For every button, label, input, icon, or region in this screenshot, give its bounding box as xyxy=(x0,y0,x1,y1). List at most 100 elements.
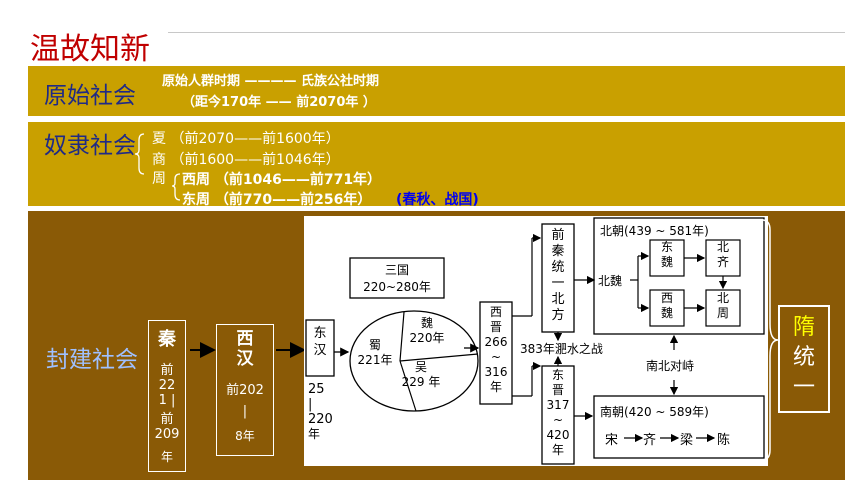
beiwei-label: 北魏 xyxy=(598,274,623,288)
dongjin-label: 东 晋 317 ~ 420 年 xyxy=(542,368,574,458)
xiwei-c2: 魏 xyxy=(660,306,673,320)
xizhou-dynasty: 西周 （前1046——前771年） xyxy=(182,172,382,188)
zhou-dynasty: 周 xyxy=(152,171,166,187)
xiwei-c1: 西 xyxy=(660,291,673,305)
primitive-society-band xyxy=(28,66,845,116)
qin-l4: 前 xyxy=(160,412,174,427)
shu-label: 蜀 221年 xyxy=(352,338,398,368)
xihan-name-2: 汉 xyxy=(236,349,254,369)
qin-l6: 年 xyxy=(160,450,173,464)
qin-l3: 1 | xyxy=(158,393,176,408)
qin-name: 秦 xyxy=(158,329,176,350)
qin-l5: 209 xyxy=(154,427,180,442)
shu-name: 蜀 xyxy=(368,338,381,352)
beichao-title: 北朝(439 ~ 581年) xyxy=(600,224,709,238)
xihan-bar: | xyxy=(242,404,248,419)
sanguo-years: 220~280年 xyxy=(363,280,431,294)
feishui-battle: 383年淝水之战 xyxy=(520,342,603,356)
donghan-n2: 汉 xyxy=(313,343,327,358)
slave-brace-svg xyxy=(134,133,181,201)
qi-label: 齐 xyxy=(643,433,657,448)
shu-years: 221年 xyxy=(357,353,393,367)
qianqin-c4: 一 xyxy=(551,276,565,291)
sanguo-circle xyxy=(349,310,479,412)
dongjin-c6: 年 xyxy=(551,443,564,457)
qin-han-arrows xyxy=(190,342,306,358)
slave-society-band xyxy=(28,122,845,206)
qin-l2: 22 xyxy=(158,378,176,393)
dongjin-c5: 420 xyxy=(546,428,570,442)
donghan-bar: | xyxy=(308,397,313,412)
chen-label: 陈 xyxy=(717,433,731,448)
qianqin-c3: 统 xyxy=(551,260,565,275)
dongjin-c4: ~ xyxy=(552,413,564,427)
xihan-start: 前202 xyxy=(226,383,264,398)
beizhou-c1: 北 xyxy=(716,291,729,305)
beiqi-c1: 北 xyxy=(716,240,729,254)
page-title: 温故知新 xyxy=(30,32,150,67)
xihan-end: 8年 xyxy=(235,429,255,443)
feudal-society-label: 封建社会 xyxy=(46,347,138,373)
sui-box: 隋 统 一 xyxy=(778,305,830,413)
wei-years: 220年 xyxy=(409,331,445,345)
beizhou-c2: 周 xyxy=(716,306,729,320)
beiqi-c2: 齐 xyxy=(716,255,729,269)
dongwei-c1: 东 xyxy=(660,240,673,254)
wu-name: 吴 xyxy=(414,360,427,374)
wei-name: 魏 xyxy=(420,316,433,330)
nanbei-duizhi: 南北对峙 xyxy=(646,359,695,373)
sanguo-box xyxy=(349,257,445,299)
nanchao-title: 南朝(420 ~ 589年) xyxy=(600,405,709,419)
donghan-y3: 年 xyxy=(308,427,321,441)
primitive-line-1: 原始人群时期 ———— 氏族公社时期 xyxy=(162,74,380,89)
xihan-name-1: 西 xyxy=(236,329,254,349)
dynasty-brace xyxy=(134,133,145,175)
donghan-y2: 220 xyxy=(308,412,333,427)
sanguo-title: 三国 xyxy=(384,263,409,277)
slave-society-label: 奴隶社会 xyxy=(44,133,136,159)
qianqin-c1: 前 xyxy=(551,228,565,243)
song-label: 宋 xyxy=(605,433,619,448)
qianqin-label: 前 秦 统 一 北 方 xyxy=(542,228,574,324)
sui-c3: 一 xyxy=(792,375,815,400)
sui-c1: 隋 xyxy=(792,315,815,340)
nanchao-box xyxy=(593,395,765,459)
dongwei-c2: 魏 xyxy=(660,255,673,269)
diagram-lines xyxy=(305,217,765,465)
sui-c2: 统 xyxy=(792,345,815,370)
wu-label: 吴 229 年 xyxy=(396,360,446,390)
donghan-y1: 25 xyxy=(308,382,325,397)
qin-l1: 前 xyxy=(160,363,174,378)
qianqin-c5: 北 xyxy=(551,292,565,307)
donghan-label: 东 汉 xyxy=(306,325,334,359)
qianqin-c6: 方 xyxy=(551,308,565,323)
chunqiu-zhanguo-note: (春秋、战国) xyxy=(396,192,479,208)
qin-box: 秦 前 22 1 | 前 209 年 xyxy=(148,320,186,472)
primitive-line-2: （距今170年 —— 前2070年 ） xyxy=(182,95,376,110)
beizhou-box xyxy=(705,289,741,327)
zhou-brace xyxy=(171,173,181,201)
xijin-label: 西 晋 266 ~ 316 年 xyxy=(480,305,512,395)
wu-years: 229 年 xyxy=(401,375,441,389)
xijin-c2: 晋 xyxy=(489,320,502,334)
xijin-c4: ~ xyxy=(490,350,502,364)
dongjin-c2: 晋 xyxy=(551,383,564,397)
title-divider xyxy=(168,32,845,33)
beiqi-label: 北 齐 xyxy=(706,240,740,270)
sui-brace xyxy=(761,219,779,461)
xijin-c5: 316 xyxy=(484,365,508,379)
circle-divider-3 xyxy=(399,360,417,412)
qianqin-c2: 秦 xyxy=(551,244,565,259)
xijin-c1: 西 xyxy=(489,305,502,319)
donghan-years: 25 | 220 年 xyxy=(308,382,333,442)
dongzhou-dynasty: 东周 （前770——前256年） xyxy=(182,192,372,208)
xihan-box: 西 汉 前202 | 8年 xyxy=(216,324,274,456)
xijin-c6: 年 xyxy=(489,380,502,394)
dongjin-c1: 东 xyxy=(551,368,564,382)
xijin-c3: 266 xyxy=(484,335,508,349)
xiwei-label: 西 魏 xyxy=(650,291,684,321)
dongwei-label: 东 魏 xyxy=(650,240,684,270)
xijin-box xyxy=(479,301,513,405)
liang-label: 梁 xyxy=(680,433,694,448)
dongjin-c3: 317 xyxy=(546,398,570,412)
